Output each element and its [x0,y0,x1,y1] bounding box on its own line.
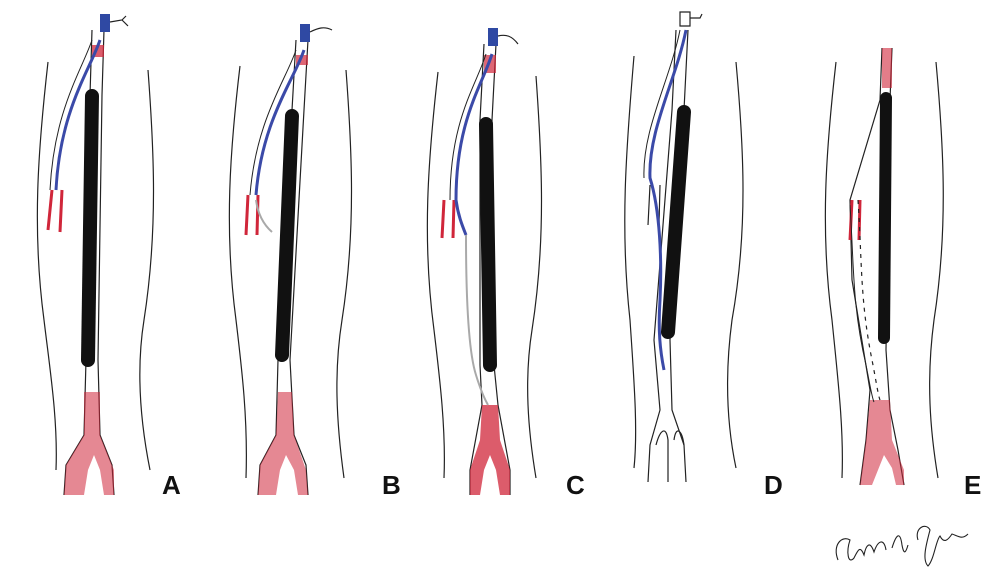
panel-c-distal-bifurcation [470,405,510,495]
panel-e-occlusion [878,92,892,344]
panel-e-artery-wall-right [885,47,905,486]
panel-e: E [824,47,981,500]
panel-d-distal-branches [655,430,685,482]
panel-d-artery-wall-left [647,29,677,483]
panel-c-side-branch [440,199,456,239]
panel-b: B [228,24,401,500]
panel-a: A [36,14,181,500]
panel-e-distal-bifurcation [860,400,904,485]
panel-e-bypass-channel [857,199,881,401]
panel-b-occlusion [275,109,299,362]
panel-c-gray-wire [465,234,489,406]
panel-b-guidewire-parallel [249,49,297,196]
panel-c-sheath-hub [488,28,498,46]
panel-a-distal-bifurcation [64,392,114,495]
panel-a-sheath-hub [100,14,110,32]
panel-e-proximal-artery-segment [882,48,892,88]
panel-a-occlusion [81,89,99,367]
panel-c-occlusion [479,117,497,372]
panel-b-gray-wire [255,199,273,233]
panel-a-leg-right-contour [139,69,155,471]
panel-b-sheath-hub [300,24,310,42]
panel-b-leg-right-contour [336,69,353,479]
panel-b-proximal-artery-segment [296,55,308,65]
panel-b-side-branch [244,194,260,236]
panel-e-leg-left-contour [824,61,843,479]
panel-d-guidewire-parallel [643,29,681,179]
panel-e-leg-right-contour [929,61,944,479]
panel-d-artery-wall-right [669,29,689,483]
panel-c-guidewire [454,53,494,236]
panel-b-letter: B [382,470,401,500]
panel-c-stopcock [497,34,519,45]
panel-d-occlusion [661,105,691,339]
panel-e-letter: E [964,470,981,500]
panel-b-distal-bifurcation [258,392,308,495]
panel-a-artery-wall-right [97,29,115,496]
panel-d-sheath-hub [679,11,703,27]
panel-a-leg-left-contour [36,61,57,471]
handwritten-signature [835,525,969,567]
panel-c-leg-left-contour [426,71,445,479]
panel-d-leg-left-contour [624,55,637,469]
panel-d-guidewire [648,29,688,371]
panel-d: D [624,11,783,500]
panel-a-guidewire [54,39,102,191]
panel-a-guidewire-parallel [49,39,93,191]
panel-c: C [426,28,585,500]
panel-c-guidewire-parallel [449,53,487,201]
panel-d-leg-right-contour [727,61,744,469]
panel-c-leg-right-contour [527,75,543,479]
panel-b-stopcock [309,27,333,33]
panel-a-letter: A [162,470,181,500]
panel-e-bypass-channel-outer [849,204,875,403]
panel-d-letter: D [764,470,783,500]
panel-a-stopcock [109,15,129,27]
panel-b-guidewire [254,49,306,196]
panel-b-artery-wall-left [257,39,297,496]
panel-c-letter: C [566,470,585,500]
panel-b-leg-left-contour [228,65,247,479]
panel-a-side-branch [46,189,64,233]
